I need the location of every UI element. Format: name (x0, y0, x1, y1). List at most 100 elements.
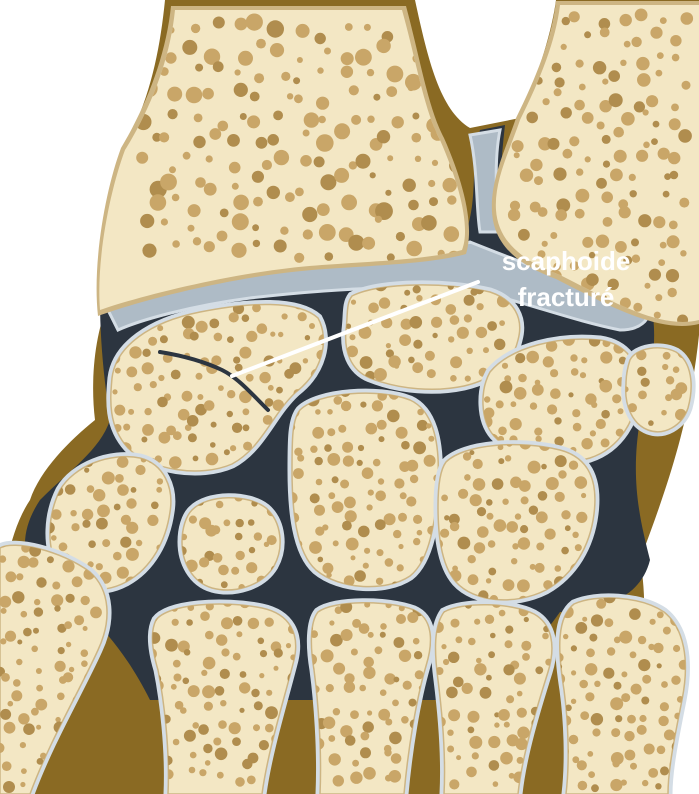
trabecular-pore (204, 702, 213, 711)
trabecular-pore (182, 40, 197, 55)
trabecular-pore (224, 519, 231, 526)
trabecular-pore (496, 400, 504, 408)
trabecular-pore (630, 190, 637, 197)
trabecular-pore (447, 746, 454, 753)
trabecular-pore (474, 542, 485, 553)
trabecular-pore (514, 152, 520, 158)
trabecular-pore (624, 731, 634, 741)
trabecular-pore (278, 332, 283, 337)
trabecular-pore (667, 235, 680, 248)
trabecular-pore (254, 701, 263, 710)
trabecular-pore (535, 666, 543, 674)
trabecular-pore (34, 599, 40, 605)
trabecular-pore (304, 112, 319, 127)
trabecular-pore (510, 418, 522, 430)
trabecular-pore (400, 492, 407, 499)
trabecular-pore (184, 730, 196, 742)
trabecular-pore (21, 768, 27, 774)
trabecular-pore (192, 722, 199, 729)
trabecular-pore (359, 685, 366, 692)
trabecular-pore (380, 623, 387, 630)
trabecular-pore (256, 39, 266, 49)
trabecular-pore (294, 94, 303, 103)
trabecular-pore (126, 498, 136, 508)
trabecular-pore (209, 319, 219, 329)
trabecular-pore (588, 771, 595, 778)
trabecular-pore (655, 783, 661, 789)
trabecular-pore (503, 579, 515, 591)
trabecular-pore (356, 154, 371, 169)
trabecular-pore (120, 537, 131, 548)
trabecular-pore (637, 725, 647, 735)
trabecular-pore (450, 356, 462, 368)
trabecular-pore (295, 188, 304, 197)
trabecular-pore (1, 608, 7, 614)
trabecular-pore (246, 331, 257, 342)
trabecular-pore (535, 34, 545, 44)
trabecular-pore (74, 615, 84, 625)
trabecular-pore (534, 428, 542, 436)
trabecular-pore (227, 336, 234, 343)
trabecular-pore (555, 455, 567, 467)
trabecular-pore (72, 576, 83, 587)
trabecular-pore (12, 591, 24, 603)
trabecular-pore (227, 390, 235, 398)
trabecular-pore (204, 183, 217, 196)
trabecular-pore (485, 615, 494, 624)
trabecular-pore (529, 506, 538, 515)
trabecular-pore (632, 255, 640, 263)
trabecular-pore (136, 152, 148, 164)
trabecular-pore (257, 323, 268, 334)
trabecular-pore (57, 693, 65, 701)
trabecular-pore (310, 446, 317, 453)
trabecular-pore (591, 784, 599, 792)
trabecular-pore (456, 755, 461, 760)
trabecular-pore (368, 490, 374, 496)
trabecular-pore (638, 214, 651, 227)
trabecular-pore (571, 368, 579, 376)
trabecular-pore (199, 769, 206, 776)
trabecular-pore (247, 115, 260, 128)
trabecular-pore (173, 660, 181, 668)
trabecular-pore (321, 649, 334, 662)
trabecular-pore (351, 555, 356, 560)
trabecular-pore (594, 681, 600, 687)
trabecular-pore (520, 169, 533, 182)
trabecular-pore (443, 178, 457, 192)
trabecular-pore (451, 50, 467, 66)
trabecular-pore (315, 409, 321, 415)
trabecular-pore (469, 736, 482, 749)
trabecular-pore (117, 484, 129, 496)
trabecular-pore (243, 424, 250, 431)
trabecular-pore (4, 722, 16, 734)
trabecular-pore (188, 204, 201, 217)
trabecular-pore (517, 31, 527, 41)
trabecular-pore (236, 519, 244, 527)
trabecular-pore (82, 520, 90, 528)
trabecular-pore (367, 69, 374, 76)
trabecular-pore (206, 453, 219, 466)
trabecular-pore (612, 394, 621, 403)
trabecular-pore (206, 155, 213, 162)
trabecular-pore (188, 225, 195, 232)
trabecular-pore (535, 436, 541, 442)
trabecular-pore (653, 216, 665, 228)
trabecular-pore (503, 664, 514, 675)
trabecular-pore (518, 374, 527, 383)
trabecular-pore (555, 209, 567, 221)
trabecular-pore (658, 716, 668, 726)
trabecular-pore (115, 368, 121, 374)
trabecular-pore (190, 332, 199, 341)
trabecular-pore (293, 468, 304, 479)
trabecular-pore (538, 207, 548, 217)
trabecular-pore (246, 14, 263, 31)
trabecular-pore (325, 252, 334, 261)
trabecular-pore (568, 392, 573, 397)
trabecular-pore (476, 658, 482, 664)
trabecular-pore (126, 367, 137, 378)
trabecular-pore (468, 727, 475, 734)
trabecular-pore (581, 493, 586, 498)
trabecular-pore (59, 542, 68, 551)
trabecular-pore (394, 478, 404, 488)
trabecular-pore (303, 130, 310, 137)
